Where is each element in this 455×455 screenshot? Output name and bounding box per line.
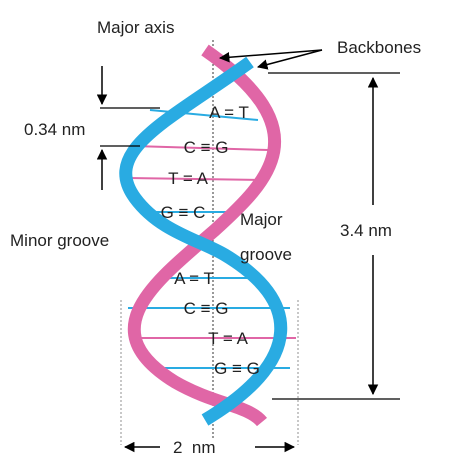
major-axis-label: Major axis: [97, 18, 174, 37]
backbones-arrow-2: [256, 49, 323, 70]
base-pair-3: T = A: [168, 169, 209, 188]
pitch-indicator: [268, 72, 400, 400]
base-pair-6: C ≡ G: [184, 299, 229, 318]
rung-3: [127, 177, 263, 181]
major-groove-label-line2: groove: [240, 245, 292, 264]
base-pair-rungs: [127, 109, 296, 369]
base-pair-2: C ≡ G: [184, 138, 229, 157]
base-pair-4: G ≡ C: [161, 203, 206, 222]
pitch-label: 3.4 nm: [340, 221, 392, 240]
base-pair-8: G ≡ G: [214, 359, 260, 378]
base-pair-7: T = A: [208, 329, 249, 348]
base-pair-5: A = T: [174, 269, 214, 288]
major-groove-label-line1: Major: [240, 210, 283, 229]
minor-groove-label: Minor groove: [10, 231, 109, 250]
width-label: 2 nm: [173, 438, 216, 455]
base-pair-1: A = T: [209, 103, 249, 122]
backbones-label: Backbones: [337, 38, 421, 57]
rise-indicator: [96, 66, 160, 190]
base-pair-labels: A = T C ≡ G T = A G ≡ C A = T C ≡ G T = …: [161, 103, 260, 378]
backbones-arrow-1: [218, 49, 323, 63]
pink-backbone-strand: [127, 44, 281, 427]
rung-2: [132, 145, 269, 151]
blue-backbone-strand: [119, 56, 288, 426]
rise-label: 0.34 nm: [24, 120, 85, 139]
